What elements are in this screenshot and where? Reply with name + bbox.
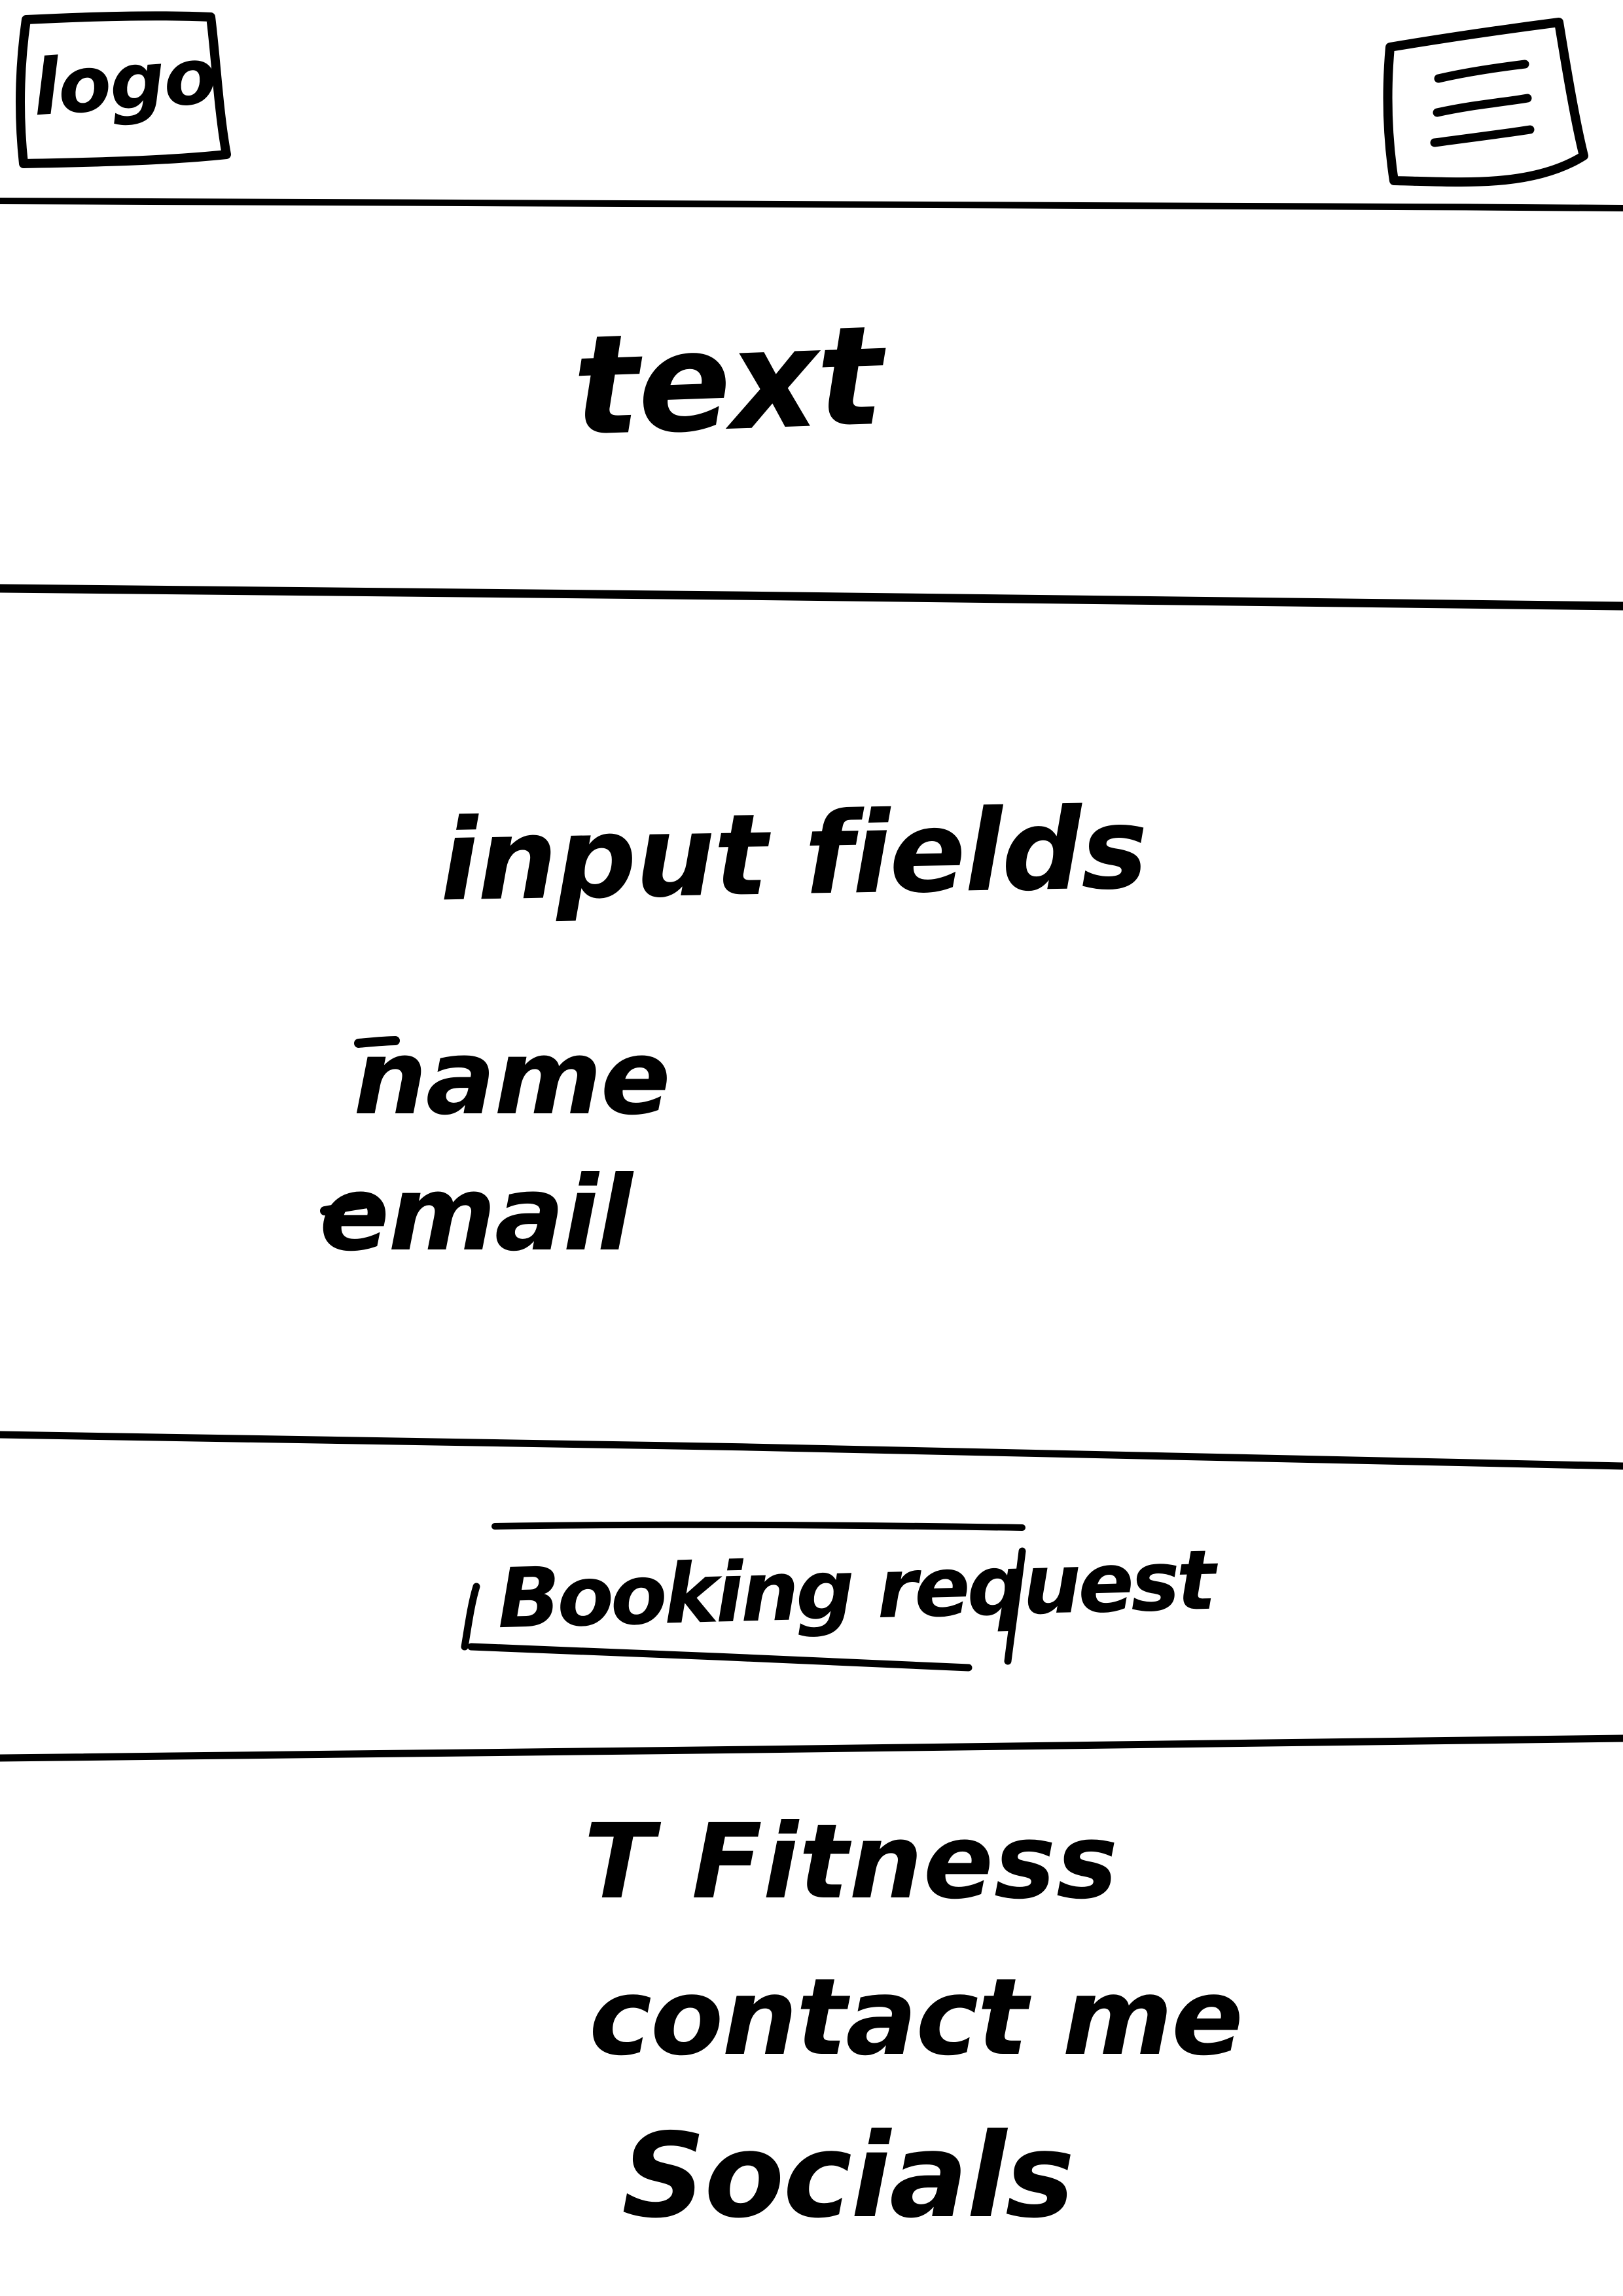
email-field-dash — [320, 1198, 378, 1215]
logo-box-outline — [16, 11, 231, 168]
hero-text: text — [570, 295, 884, 467]
name-field-label: name — [353, 1018, 671, 1138]
footer-socials-link[interactable]: Socials — [622, 2108, 1075, 2244]
header-divider — [0, 198, 1623, 211]
submit-bottom-stroke — [467, 1643, 972, 1672]
footer-contact-link[interactable]: contact me — [589, 1956, 1243, 2079]
submit-divider — [0, 1734, 1623, 1762]
footer-brand: T Fitness — [584, 1802, 1119, 1922]
name-input[interactable] — [340, 1021, 707, 1152]
email-field-label: email — [319, 1154, 633, 1274]
submit-left-bracket — [461, 1583, 480, 1651]
hero-divider — [0, 584, 1623, 611]
name-field-dash — [354, 1036, 400, 1048]
form-divider — [0, 1431, 1623, 1470]
form-heading: input fields — [438, 782, 1148, 927]
logo-label: logo — [29, 30, 219, 134]
email-input[interactable] — [308, 1160, 713, 1304]
booking-request-label: Booking request — [496, 1532, 1214, 1647]
hamburger-menu-button[interactable] — [1380, 20, 1586, 190]
submit-right-bracket — [1004, 1547, 1026, 1665]
menu-box-outline — [1383, 18, 1588, 187]
submit-top-stroke — [491, 1521, 1026, 1531]
hamburger-menu-icon — [1430, 60, 1535, 147]
